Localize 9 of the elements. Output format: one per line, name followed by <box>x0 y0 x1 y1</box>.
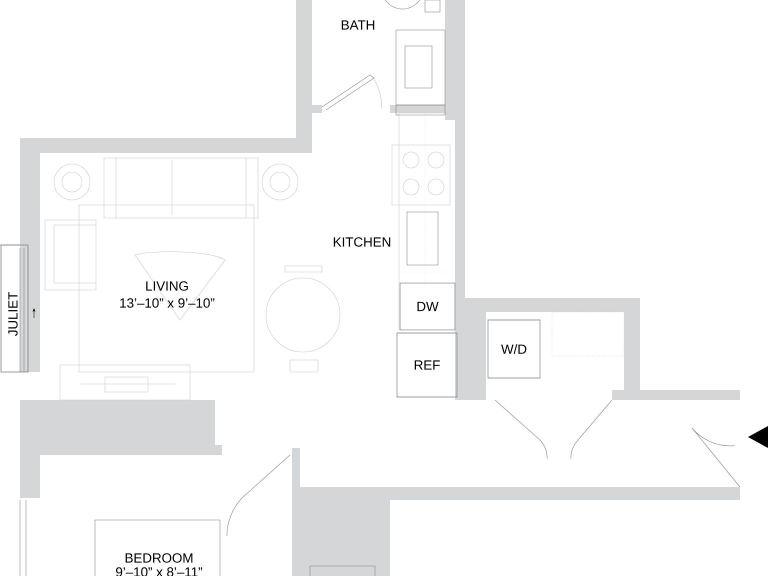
room-dimension: 13’–10” x 9’–10” <box>120 298 214 308</box>
room-label: KITCHEN <box>334 237 390 247</box>
room-label: BATH <box>342 20 374 30</box>
appliance-box: W/D <box>488 320 540 378</box>
balcony-label: JULIET <box>8 292 18 336</box>
appliance-box: REF <box>396 332 458 398</box>
appliance-box: DW <box>400 282 456 330</box>
room-label: LIVING <box>146 281 188 291</box>
room-label: BEDROOM <box>126 553 192 563</box>
